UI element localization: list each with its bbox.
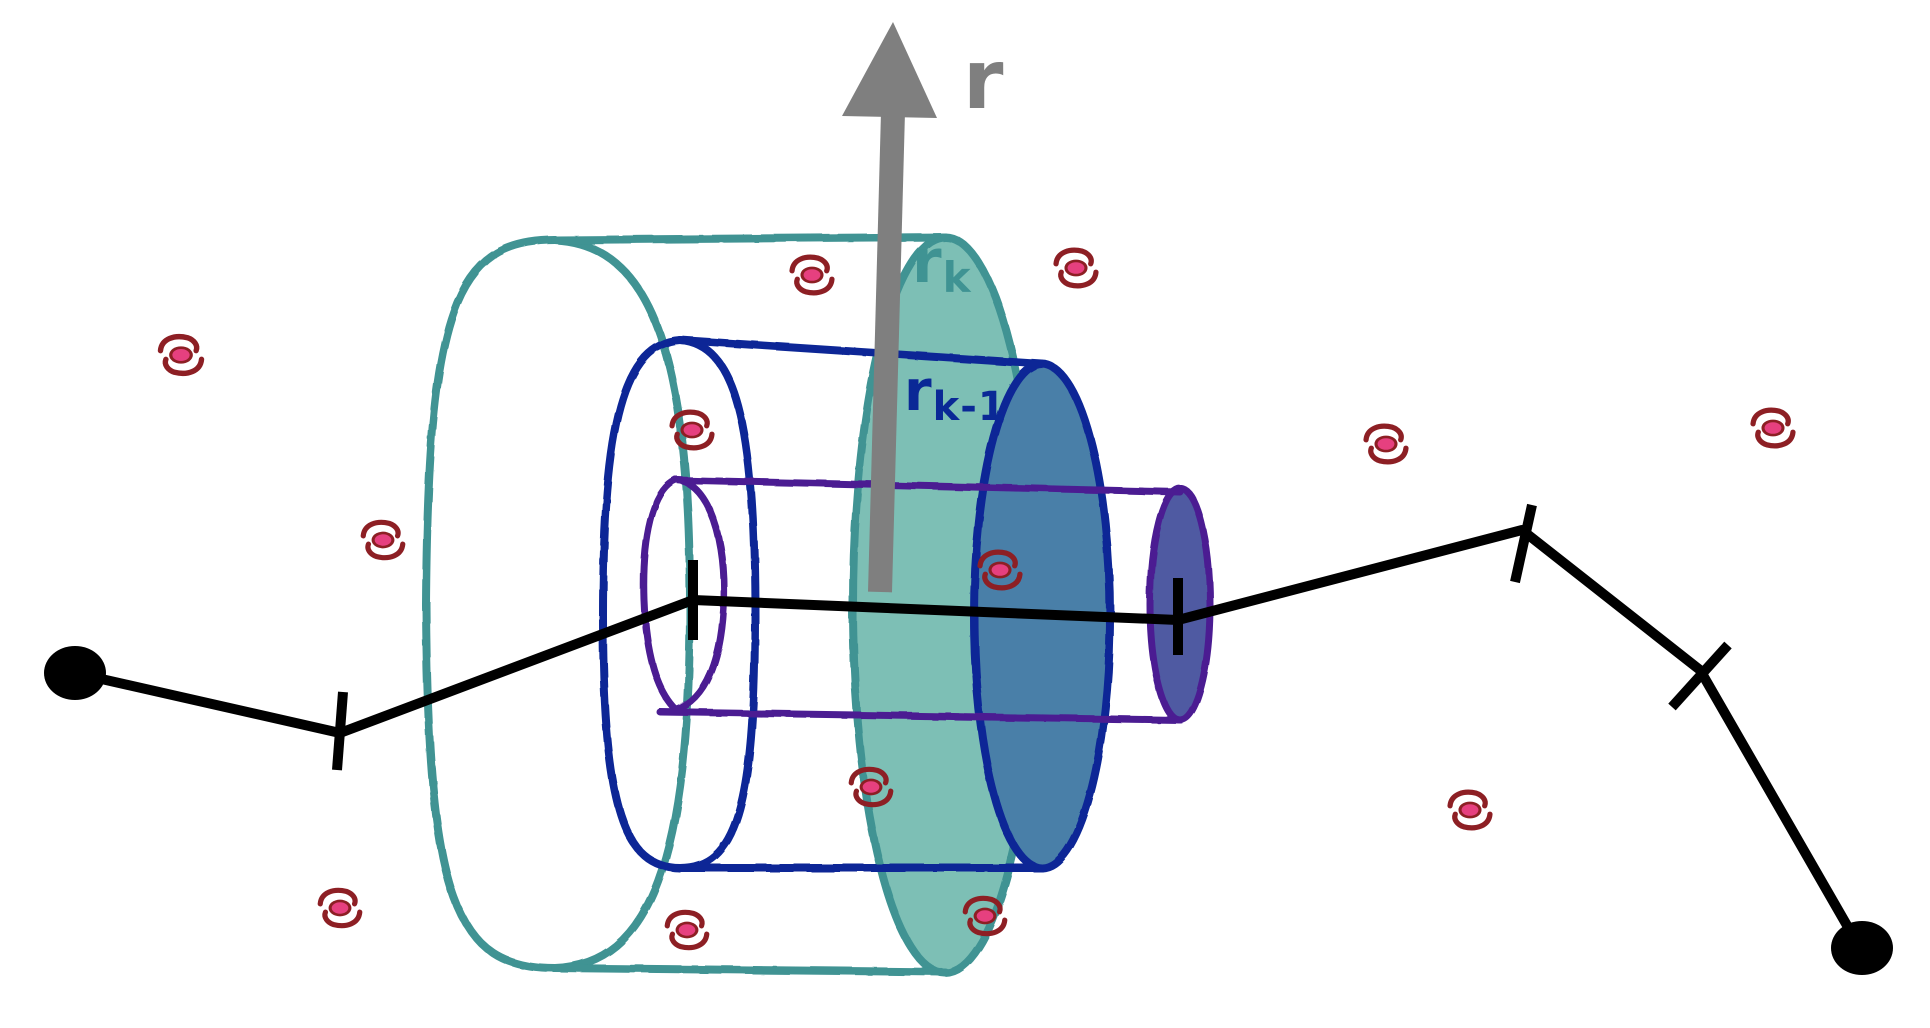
galaxy-icon <box>792 257 832 293</box>
endpoint-icon <box>44 646 106 700</box>
line-of-sight-path <box>44 503 1893 975</box>
galaxy-icon <box>363 522 403 557</box>
endpoint-icon <box>1831 921 1893 975</box>
outer-radius-label: rk <box>912 227 972 302</box>
middle-radius-label: rk-1 <box>904 359 1007 430</box>
galaxy-icon <box>320 890 360 925</box>
inner-cylinder-left-front-edge <box>672 476 728 714</box>
inner-cylinder-bottom-edge <box>656 708 1184 724</box>
outer-radius-label-subscript: k <box>943 253 972 302</box>
tick-icon <box>1510 503 1537 584</box>
radius-arrow-shaft <box>868 111 905 593</box>
middle-cylinder-left-back-edge <box>598 336 684 872</box>
middle-radius-label-subscript: k-1 <box>933 384 1007 430</box>
outer-cylinder-left-back-edge <box>421 236 559 972</box>
galaxy-icon <box>1366 426 1406 462</box>
tick-icon <box>332 691 348 771</box>
galaxy-icon <box>1056 250 1096 286</box>
galaxy-icon <box>1450 792 1490 828</box>
outer-cylinder-bottom-edge <box>551 964 949 976</box>
inner-cylinder-top-edge <box>672 476 1184 496</box>
tick-icon <box>1668 641 1732 711</box>
radius-arrow <box>842 22 937 593</box>
galaxy-icon <box>667 912 707 947</box>
radius-arrow-head <box>842 22 937 118</box>
galaxy-icon <box>1753 410 1793 446</box>
middle-radius-label-base: r <box>904 359 933 424</box>
inner-cylinder-left-back-edge <box>640 476 680 714</box>
radius-label: r <box>963 33 1004 128</box>
middle-cylinder-left-front-edge <box>676 336 760 872</box>
galaxy-icon <box>160 337 201 374</box>
middle-cylinder-top-edge <box>676 336 1046 368</box>
outer-radius-label-base: r <box>912 227 943 297</box>
